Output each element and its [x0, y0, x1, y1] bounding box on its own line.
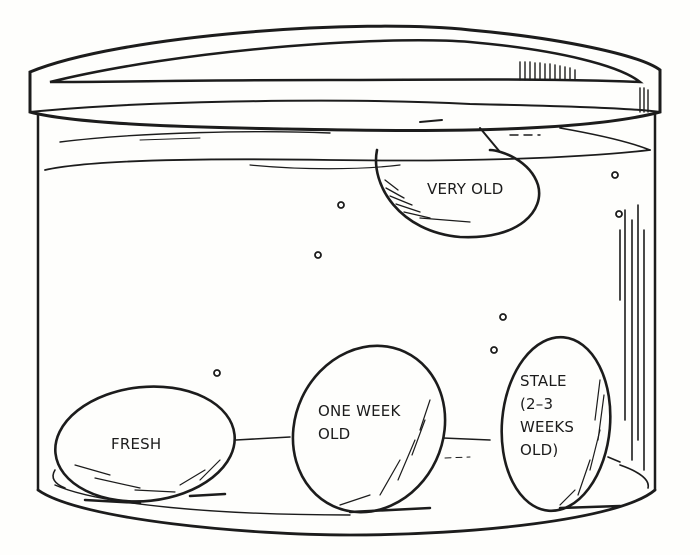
egg-label-fresh: FRESH	[111, 435, 162, 453]
egg-fresh-shape	[53, 385, 237, 503]
jar-bottom	[36, 488, 657, 537]
egg-very-old-shape	[374, 148, 541, 239]
water-surface	[44, 149, 651, 171]
jar-rim-outer	[28, 24, 662, 132]
egg-one-week-shape	[291, 344, 447, 514]
egg-stale-shape	[500, 335, 612, 513]
jar-rim-inner	[49, 39, 644, 84]
egg-label-very-old: VERY OLD	[427, 180, 504, 198]
egg-label-stale: STALE (2–3 WEEKS OLD)	[520, 372, 575, 459]
bubbles	[213, 171, 623, 377]
egg-label-one-week: ONE WEEK OLD	[318, 402, 401, 443]
